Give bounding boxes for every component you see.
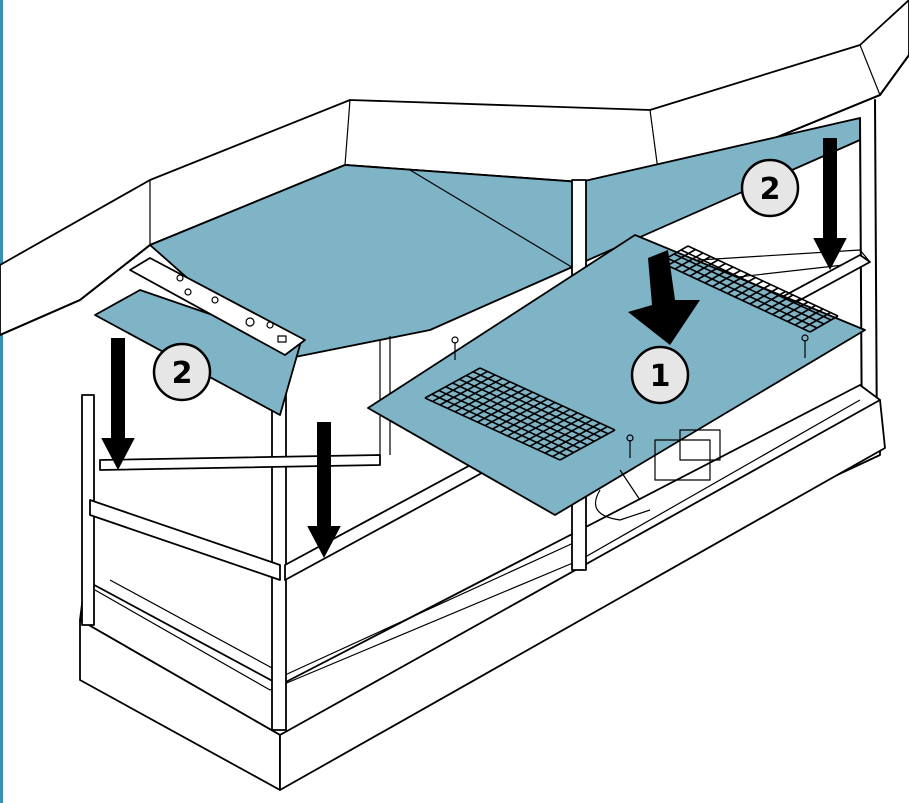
- mounting-bracket: [129, 257, 306, 356]
- callout-label: 1: [650, 359, 671, 394]
- callout-label: 2: [760, 172, 781, 207]
- left-border: [0, 0, 3, 803]
- down-arrow-icon: [628, 250, 700, 345]
- vent-grids: [424, 245, 839, 461]
- center-shelf-panel: [367, 234, 866, 516]
- cabinet-base: [79, 384, 886, 791]
- callout-step-2-right: 2: [740, 158, 800, 218]
- down-arrow-icon: [307, 422, 341, 558]
- screws: [451, 334, 809, 458]
- vent-grid: [659, 245, 839, 333]
- down-arrow-icon: [813, 138, 847, 270]
- vent-grid: [424, 367, 616, 461]
- callout-step-2-left: 2: [152, 342, 212, 402]
- down-arrows: [101, 138, 847, 558]
- down-arrow-icon: [101, 338, 135, 470]
- callout-label: 2: [172, 356, 193, 391]
- callout-step-1: 1: [630, 345, 690, 405]
- fan-assembly: [595, 429, 721, 521]
